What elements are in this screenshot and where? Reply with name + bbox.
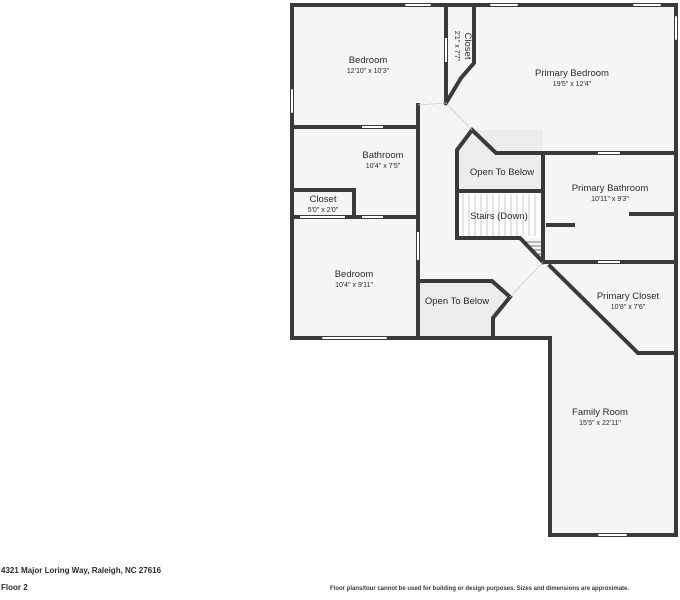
closet-vertical-name: Closet — [462, 33, 473, 60]
open-to-below-lower-label: Open To Below — [425, 296, 489, 307]
primary-bathroom-name: Primary Bathroom — [572, 183, 649, 194]
window-frames — [290, 3, 678, 537]
primary-closet-name: Primary Closet — [597, 291, 660, 302]
family-room-name: Family Room — [572, 407, 628, 418]
property-address: 4321 Major Loring Way, Raleigh, NC 27616 — [1, 566, 162, 575]
bathroom-name: Bathroom — [362, 150, 403, 161]
floor-label: Floor 2 — [1, 583, 28, 592]
primary-closet-dims: 10'8" x 7'6" — [611, 304, 646, 311]
bedroom-2-name: Bedroom — [335, 269, 374, 280]
closet-small-dims: 5'0" x 2'0" — [308, 207, 339, 214]
family-room-dims: 15'5" x 22'11" — [579, 420, 621, 427]
primary-bathroom-dims: 10'11" x 9'3" — [591, 196, 629, 203]
open-to-below-upper-area — [457, 130, 543, 191]
passage-lines — [417, 102, 544, 298]
closet-small-name: Closet — [310, 194, 337, 205]
primary-bedroom-dims: 19'5" x 12'4" — [553, 81, 592, 88]
stair-treads — [462, 194, 536, 236]
bedroom-1-dims: 12'10" x 10'3" — [347, 68, 390, 75]
bedroom-2-dims: 10'4" x 9'11" — [335, 282, 373, 289]
disclaimer-text: Floor plans/tour cannot be used for buil… — [330, 586, 630, 592]
open-to-below-upper-label: Open To Below — [470, 167, 534, 178]
walls — [290, 3, 678, 537]
openings — [291, 4, 677, 536]
open-to-below-lower-area — [418, 281, 510, 338]
stairs-label: Stairs (Down) — [470, 211, 528, 222]
primary-bedroom-name: Primary Bedroom — [535, 68, 609, 79]
closet-vertical-dims: 2'1" x 7'7" — [453, 31, 460, 62]
stairs-area — [457, 191, 543, 238]
bathroom-dims: 10'4" x 7'5" — [366, 163, 401, 170]
bedroom-1-name: Bedroom — [349, 55, 388, 66]
floor-area — [292, 5, 676, 535]
